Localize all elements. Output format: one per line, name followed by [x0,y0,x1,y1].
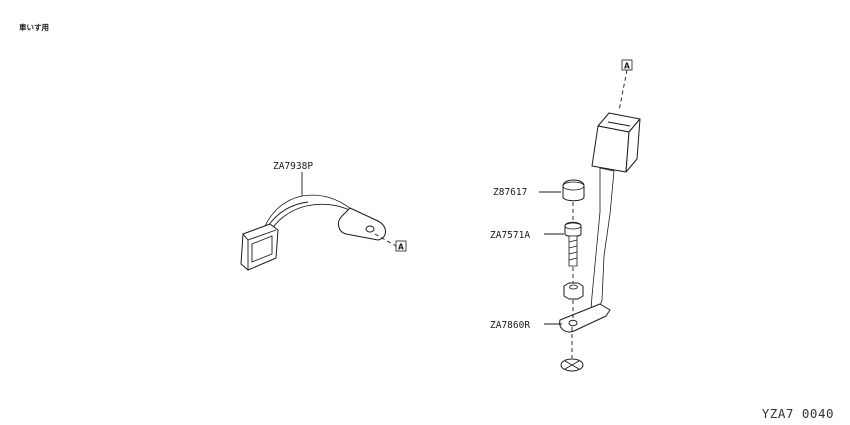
tongue-side [625,118,641,173]
ref-marker-left: A [398,243,404,252]
cap-top [562,181,585,191]
tongue-front [591,125,630,173]
tongue-belt-assembly: A [490,59,641,372]
buckle-face [251,235,273,263]
bolt-head-top [564,222,582,230]
part-label-bolt: ZA7571A [490,230,530,241]
washer-cross [564,360,580,370]
bolt-thread [568,239,578,261]
part-label-belt-short: ZA7938P [273,161,313,172]
bracket-plate [559,303,611,333]
bracket-hole [568,319,578,327]
tongue-slot [607,121,631,127]
ref-marker-box-left [395,240,407,252]
belt-end-plate-hole [365,225,375,233]
nut [563,282,584,300]
buckle-body [240,223,279,271]
nut-hole [569,284,578,290]
belt-strap-edge [267,201,309,227]
page-title: 車いす用 [19,23,49,32]
connector-a-right [618,69,628,112]
belt-end-plate [338,207,386,241]
part-label-cap: Z87617 [493,187,527,198]
long-belt-strap [590,167,615,313]
diagram-code: YZA7 0040 [761,406,834,421]
part-label-bracket: ZA7860R [490,320,530,331]
buckle-belt-assembly: A ZA7938P [240,161,407,271]
ref-marker-right: A [624,62,630,71]
